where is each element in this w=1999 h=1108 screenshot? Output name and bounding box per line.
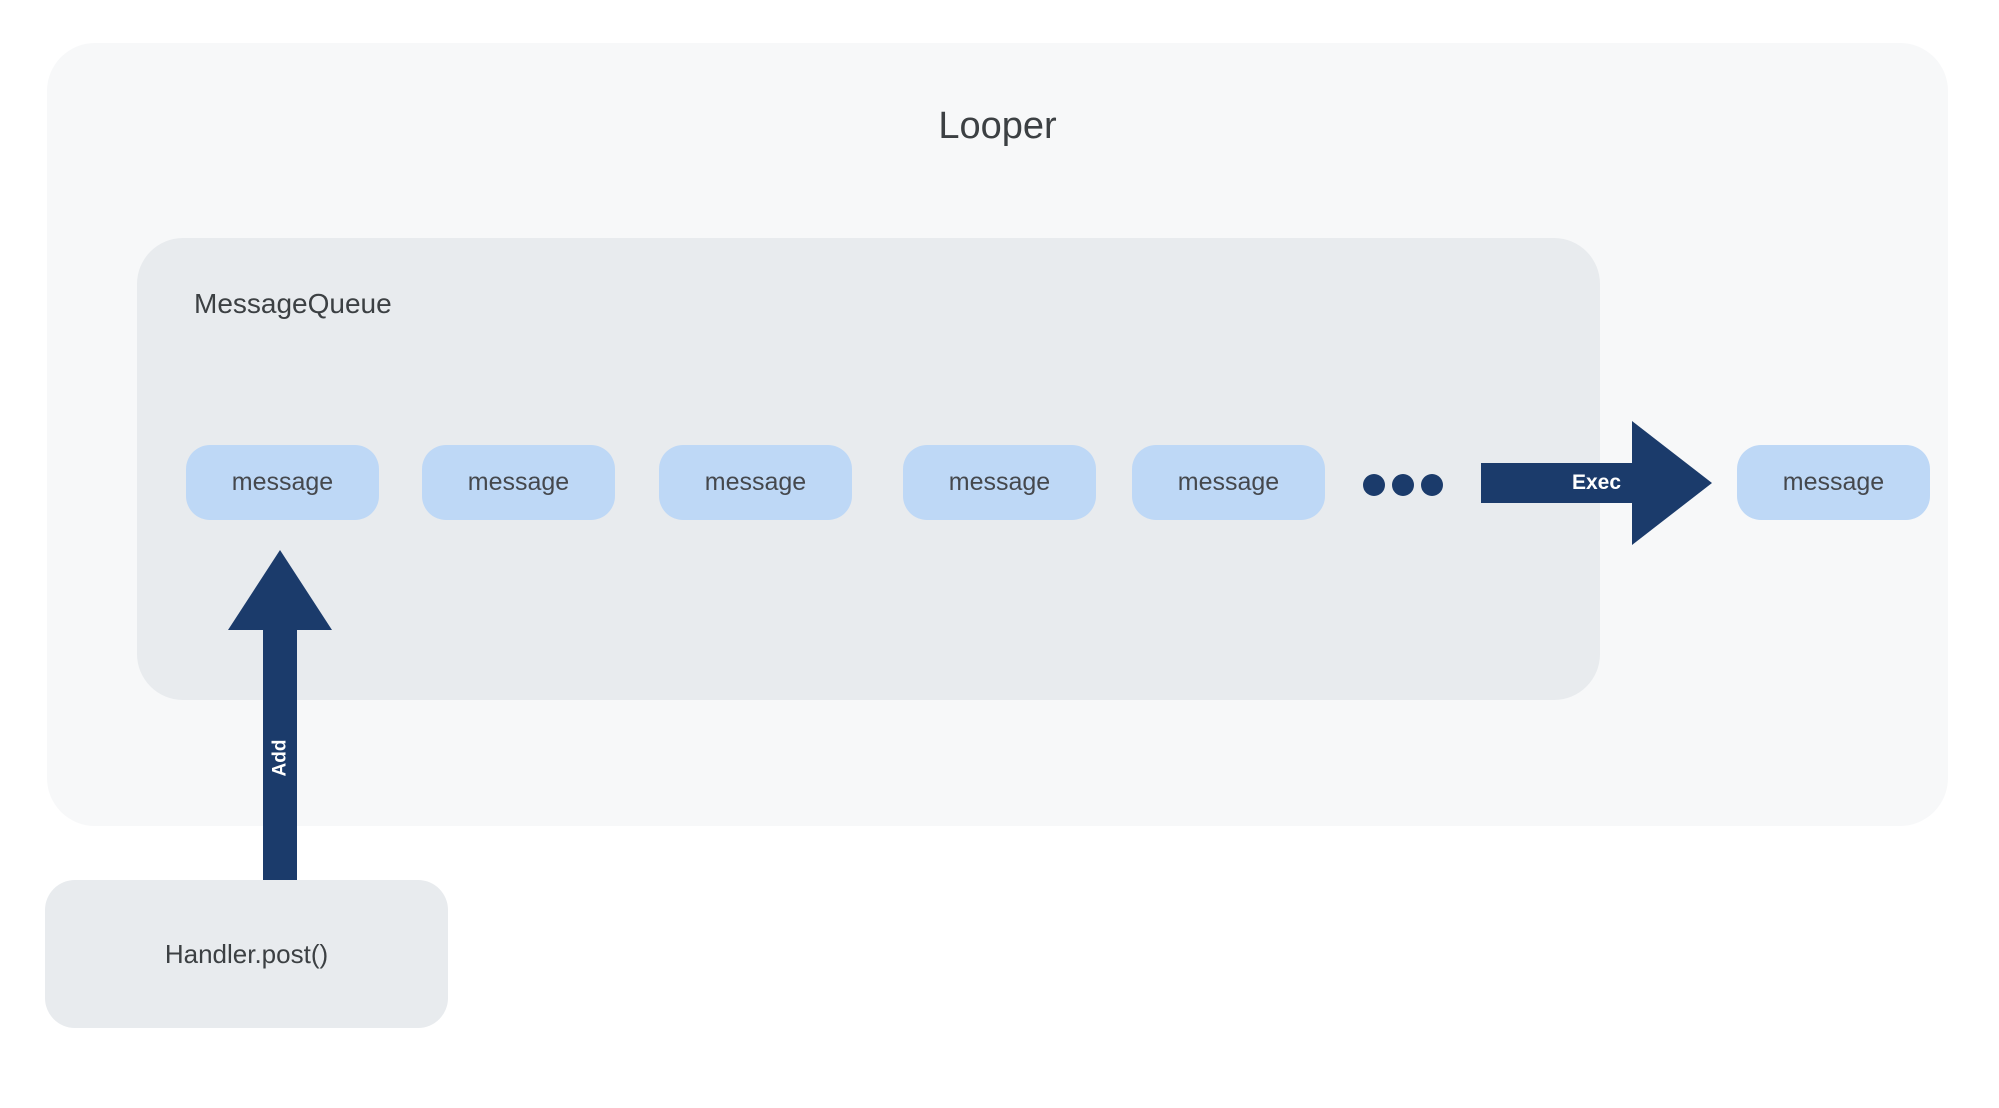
ellipsis-dot-icon — [1363, 474, 1385, 496]
message-box: message — [1132, 445, 1325, 520]
looper-title: Looper — [938, 105, 1057, 147]
result-message-box: message — [1737, 445, 1930, 520]
looper-container: Looper MessageQueue — [47, 43, 1948, 826]
add-arrow-head-icon — [228, 550, 332, 630]
add-arrow-shaft: Add — [263, 630, 297, 916]
messagequeue-label: MessageQueue — [194, 288, 392, 319]
messagequeue-container: MessageQueue — [137, 238, 1600, 700]
message-box: message — [903, 445, 1096, 520]
message-box: message — [659, 445, 852, 520]
handler-label: Handler.post() — [164, 938, 329, 969]
message-box: message — [422, 445, 615, 520]
exec-arrow-head-icon — [1632, 421, 1712, 545]
handler-box: Handler.post() — [45, 880, 448, 1028]
ellipsis-dot-icon — [1392, 474, 1414, 496]
ellipsis-dot-icon — [1421, 474, 1443, 496]
exec-arrow-shaft — [1481, 463, 1632, 503]
message-box: message — [186, 445, 379, 520]
queue-ellipsis-icon — [1363, 474, 1443, 496]
exec-arrow-label: Exec — [1571, 471, 1622, 494]
add-arrow-label: Add — [269, 739, 290, 777]
